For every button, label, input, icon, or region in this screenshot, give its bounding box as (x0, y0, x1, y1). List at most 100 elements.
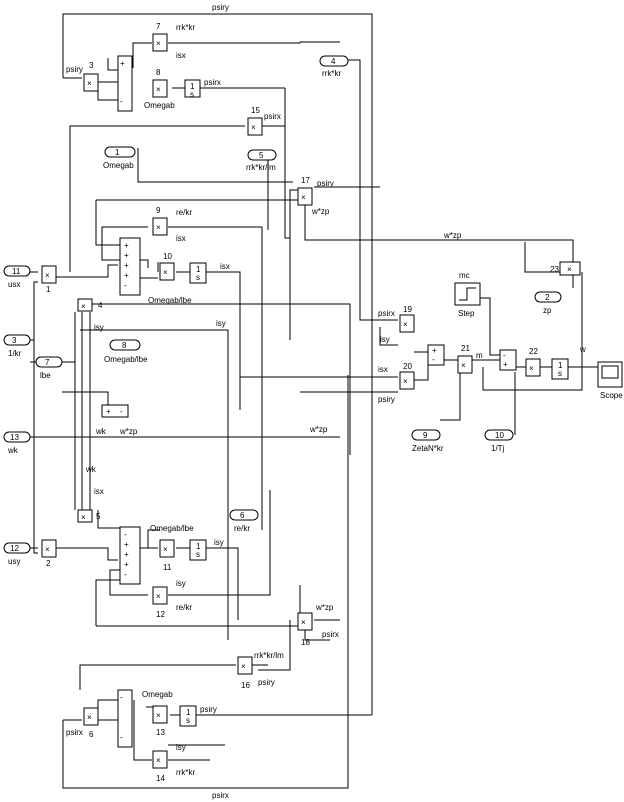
svg-text:×: × (241, 662, 246, 671)
multiplier-block-14[interactable] (152, 750, 168, 769)
svg-text:+: + (124, 241, 129, 250)
svg-text:lbe: lbe (40, 371, 51, 380)
inport-usx[interactable] (3, 265, 31, 277)
svg-text:1: 1 (186, 708, 191, 717)
integrator-block-isy[interactable] (189, 539, 207, 561)
svg-text:18: 18 (301, 638, 310, 647)
svg-text:×: × (156, 223, 161, 232)
signal-wires (30, 13, 598, 789)
svg-text:+: + (124, 251, 129, 260)
multiplier-block-11[interactable] (159, 539, 175, 558)
svg-text:psirx: psirx (204, 78, 221, 87)
svg-text:w*zp: w*zp (119, 427, 138, 436)
multiplier-block-9[interactable] (152, 217, 168, 236)
svg-text:s: s (190, 90, 194, 99)
sum-block-load[interactable] (499, 349, 517, 371)
multiplier-block-16[interactable] (237, 656, 253, 675)
svg-text:psiry: psiry (66, 65, 83, 74)
svg-text:Omegab: Omegab (142, 690, 173, 699)
multiplier-block-5[interactable] (77, 509, 93, 523)
svg-text:w*zp: w*zp (311, 207, 330, 216)
inport-omegab[interactable] (104, 146, 136, 158)
multiplier-block-8[interactable] (152, 79, 168, 98)
inport-zetan-kr[interactable] (411, 429, 441, 441)
multiplier-block-13[interactable] (152, 705, 168, 724)
svg-text:+: + (124, 550, 129, 559)
integrator-labels: 1s 1s 1s 1s 1s (186, 82, 563, 725)
svg-text:+: + (124, 271, 129, 280)
svg-text:wk: wk (95, 427, 107, 436)
svg-text:Omegab: Omegab (144, 101, 175, 110)
svg-text:Omegab: Omegab (103, 161, 134, 170)
svg-text:×: × (87, 79, 92, 88)
svg-text:-: - (120, 97, 123, 106)
svg-text:psirx: psirx (66, 728, 83, 737)
inport-lbe[interactable] (35, 356, 63, 368)
svg-text:16: 16 (241, 681, 250, 690)
inport-1-kr[interactable] (3, 334, 31, 346)
svg-text:isy: isy (214, 538, 224, 547)
svg-text:2: 2 (545, 293, 550, 302)
sum-block-bottom[interactable] (117, 689, 133, 748)
svg-text:mc: mc (459, 271, 470, 280)
sum-block-wk[interactable] (101, 404, 129, 418)
multiplier-block-12[interactable] (152, 586, 168, 605)
multiplier-block-6[interactable] (83, 707, 99, 726)
inport-1-tj[interactable] (484, 429, 514, 441)
multiplier-block-1[interactable] (41, 265, 57, 284)
multiplier-block-17[interactable] (297, 187, 313, 206)
svg-text:w: w (579, 345, 586, 354)
svg-text:4: 4 (331, 57, 336, 66)
svg-text:psiry: psiry (378, 395, 395, 404)
svg-text:22: 22 (529, 347, 538, 356)
integrator-block-w[interactable] (551, 358, 569, 380)
inport-zp[interactable] (534, 291, 562, 303)
svg-text:5: 5 (96, 512, 101, 521)
svg-text:usy: usy (8, 557, 20, 566)
inport-re-kr[interactable] (229, 509, 259, 521)
svg-text:-: - (124, 570, 127, 579)
svg-text:-: - (120, 407, 123, 416)
multiplier-block-15[interactable] (247, 117, 263, 136)
svg-text:Omegab/lbe: Omegab/lbe (148, 296, 192, 305)
svg-text:w*zp: w*zp (315, 603, 334, 612)
sum-block-torque[interactable] (427, 344, 445, 366)
multiplier-block-19[interactable] (399, 314, 415, 333)
integrator-block-isx[interactable] (189, 262, 207, 284)
svg-text:isy: isy (94, 323, 104, 332)
sum-block-upper[interactable] (119, 237, 141, 296)
multiplier-block-23[interactable] (559, 261, 581, 276)
svg-text:-: - (432, 355, 435, 364)
svg-text:-: - (120, 733, 123, 742)
svg-text:rrk*kr: rrk*kr (176, 23, 195, 32)
svg-text:+: + (120, 59, 125, 68)
multiplier-block-18[interactable] (297, 612, 313, 631)
svg-text:21: 21 (461, 344, 470, 353)
multiplier-block-4[interactable] (77, 298, 93, 312)
multiplier-block-3[interactable] (83, 73, 99, 92)
integrator-block-psiry[interactable] (179, 705, 197, 727)
multiplier-block-22[interactable] (525, 358, 541, 377)
svg-text:×: × (403, 320, 408, 329)
svg-text:×: × (301, 618, 306, 627)
inport-wk[interactable] (3, 431, 31, 443)
svg-text:1: 1 (196, 265, 201, 274)
multiplier-block-20[interactable] (399, 371, 415, 390)
multiply-signs: ××× ××× ××× ××× ××× ××× ××× ×× (45, 39, 572, 765)
svg-text:rrk*kr: rrk*kr (176, 768, 195, 777)
inport-usy[interactable] (3, 542, 31, 554)
multiplier-block-10[interactable] (159, 262, 175, 281)
inport-rrk-kr-lm[interactable] (247, 149, 277, 161)
integrator-block-psirx[interactable] (184, 79, 201, 98)
sum-block-top[interactable] (117, 55, 133, 112)
svg-text:+: + (124, 261, 129, 270)
sum-block-lower[interactable] (119, 526, 141, 585)
multiplier-block-2[interactable] (41, 539, 57, 558)
svg-text:15: 15 (251, 106, 260, 115)
multiplier-block-7[interactable] (152, 33, 168, 52)
multiplier-block-21[interactable] (457, 355, 473, 374)
inport-rrk-kr[interactable] (319, 55, 349, 67)
inport-omegab-lbe[interactable] (109, 339, 141, 351)
svg-text:×: × (45, 271, 50, 280)
svg-text:isx: isx (94, 487, 104, 496)
